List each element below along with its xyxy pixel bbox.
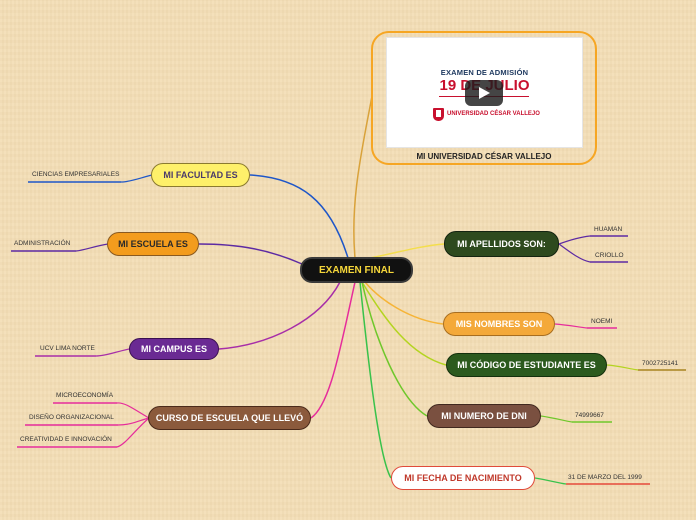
topic-facultad-label: MI FACULTAD ES [163, 170, 238, 180]
connector-dni [361, 281, 428, 417]
topic-escuela[interactable]: MI ESCUELA ES [107, 232, 199, 256]
topic-codigo[interactable]: MI CÓDIGO DE ESTUDIANTE ES [446, 353, 607, 377]
connector-media [353, 95, 373, 259]
leaf-noemi[interactable]: NOEMI [591, 318, 613, 325]
connector-apellidos [369, 243, 445, 259]
connector-apellidos-leaf1 [558, 235, 591, 245]
leaf-criollo[interactable]: CRIOLLO [595, 252, 624, 259]
topic-nacimiento-label: MI FECHA DE NACIMIENTO [404, 473, 522, 483]
connector-codigo [361, 281, 447, 366]
topic-cursos[interactable]: CURSO DE ESCUELA QUE LLEVÓ [148, 406, 311, 430]
connector-campus [218, 281, 341, 350]
media-caption: MI UNIVERSIDAD CÉSAR VALLEJO [416, 152, 552, 161]
connector-nacimiento-leaf [534, 477, 567, 485]
topic-apellidos[interactable]: MI APELLIDOS SON: [444, 231, 559, 257]
connector-codigo-leaf [606, 364, 639, 371]
topic-escuela-label: MI ESCUELA ES [118, 239, 188, 249]
topic-dni-label: MI NUMERO DE DNI [441, 411, 527, 421]
central-topic[interactable]: EXAMEN FINAL [300, 257, 413, 283]
topic-campus-label: MI CAMPUS ES [140, 344, 207, 354]
connector-nombres [364, 281, 444, 325]
topic-apellidos-label: MI APELLIDOS SON: [457, 239, 546, 249]
connector-facultad [249, 174, 349, 259]
topic-dni[interactable]: MI NUMERO DE DNI [427, 404, 541, 428]
connector-dni-leaf [540, 415, 573, 423]
leaf-campus[interactable]: UCV LIMA NORTE [40, 345, 95, 352]
connector-escuela-leaf [75, 243, 109, 252]
connector-nombres-leaf [554, 323, 588, 329]
video-heading: EXAMEN DE ADMISIÓN [440, 68, 529, 77]
topic-cursos-label: CURSO DE ESCUELA QUE LLEVÓ [155, 413, 304, 423]
video-thumbnail[interactable]: EXAMEN DE ADMISIÓN 19 DE JULIO UNIVERSID… [387, 38, 582, 147]
university-logo-text: UNIVERSIDAD CÉSAR VALLEJO [447, 111, 540, 117]
leaf-creatividad[interactable]: CREATIVIDAD E INNOVACIÓN [20, 436, 112, 443]
connector-nacimiento [359, 281, 392, 479]
leaf-codigo[interactable]: 7002725141 [642, 360, 679, 367]
connector-escuela [198, 243, 303, 265]
topic-nombres-label: MIS NOMBRES SON [455, 319, 543, 329]
leaf-huaman[interactable]: HUAMAN [594, 226, 623, 233]
topic-facultad[interactable]: MI FACULTAD ES [151, 163, 250, 187]
university-shield-icon [433, 108, 444, 121]
media-frame [371, 31, 597, 165]
connector-cursos-leaf3 [116, 417, 150, 448]
leaf-administracion[interactable]: ADMINISTRACIÓN [14, 240, 71, 247]
connector-apellidos-leaf2 [558, 243, 591, 263]
leaf-microeconomia[interactable]: MICROECONOMÍA [56, 392, 114, 399]
connector-cursos-leaf1 [116, 402, 150, 419]
topic-nacimiento[interactable]: MI FECHA DE NACIMIENTO [391, 466, 535, 490]
leaf-dni[interactable]: 74999667 [575, 412, 604, 419]
topic-nombres[interactable]: MIS NOMBRES SON [443, 312, 555, 336]
topic-campus[interactable]: MI CAMPUS ES [129, 338, 219, 360]
leaf-ciencias[interactable]: CIENCIAS EMPRESARIALES [32, 171, 120, 178]
connector-cursos-leaf2 [117, 417, 150, 426]
play-icon[interactable] [465, 80, 503, 106]
central-topic-label: EXAMEN FINAL [319, 264, 394, 276]
leaf-nacimiento[interactable]: 31 DE MARZO DEL 1999 [568, 474, 642, 481]
connector-campus-leaf [95, 348, 130, 357]
leaf-diseno[interactable]: DISEÑO ORGANIZACIONAL [29, 414, 114, 421]
connector-cursos [310, 281, 356, 419]
connector-facultad-leaf [120, 174, 153, 183]
topic-codigo-label: MI CÓDIGO DE ESTUDIANTE ES [457, 360, 596, 370]
